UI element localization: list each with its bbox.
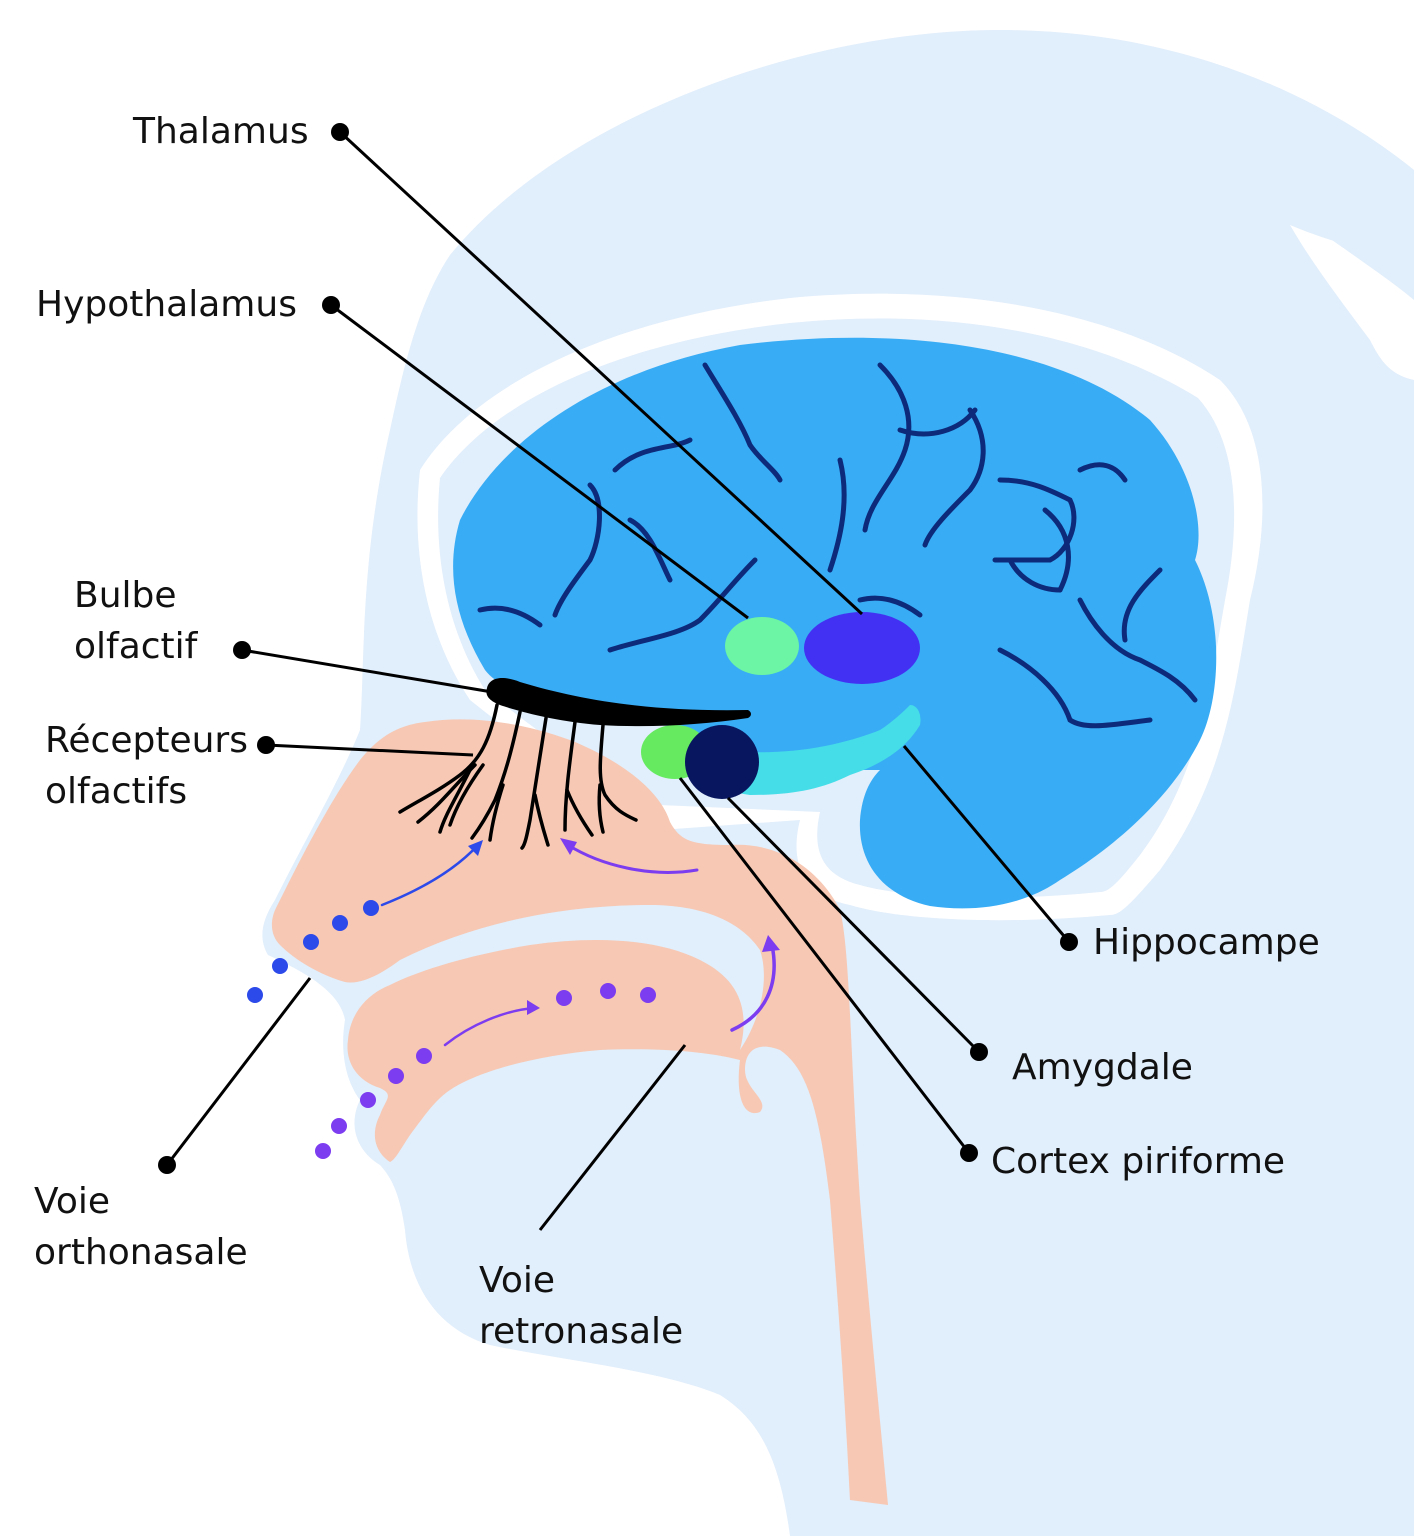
amygdala bbox=[685, 725, 759, 799]
leader-hypothalamus bbox=[330, 303, 749, 620]
label-retronasale-line2: retronasale bbox=[479, 1311, 684, 1352]
arrow-retro-top bbox=[566, 843, 699, 874]
olfactory-receptors bbox=[398, 703, 638, 850]
label-recepteurs-line2: olfactifs bbox=[45, 771, 188, 812]
odor-dots-orthonasal bbox=[247, 900, 379, 1003]
label-bulbe-line2: olfactif bbox=[74, 626, 198, 667]
label-cortex-piriforme: Cortex piriforme bbox=[991, 1141, 1286, 1182]
hypothalamus bbox=[725, 617, 799, 675]
arrow-ortho bbox=[380, 843, 480, 907]
label-hypothalamus: Hypothalamus bbox=[36, 284, 297, 325]
label-bulbe-olfactif: Bulbe olfactif bbox=[74, 570, 197, 672]
label-recepteurs-olfactifs: Récepteurs olfactifs bbox=[45, 715, 248, 817]
leader-orthonasale bbox=[165, 977, 312, 1166]
nasal-passage bbox=[271, 719, 888, 1505]
label-voie-retronasale: Voie retronasale bbox=[479, 1255, 683, 1357]
leader-dots bbox=[158, 123, 1078, 1174]
label-recepteurs-line1: Récepteurs bbox=[45, 720, 248, 761]
arrow-retro-mouth bbox=[443, 1006, 537, 1047]
leader-lines bbox=[165, 130, 1071, 1231]
label-voie-orthonasale: Voie orthonasale bbox=[34, 1176, 248, 1278]
leader-bulbe bbox=[241, 648, 493, 694]
leader-retronasale bbox=[538, 1044, 687, 1231]
thalamus bbox=[804, 612, 920, 684]
leader-hippocampe bbox=[902, 745, 1071, 943]
label-amygdale: Amygdale bbox=[1012, 1047, 1193, 1088]
arrow-retro-throat bbox=[730, 943, 776, 1032]
leader-thalamus bbox=[338, 130, 864, 616]
label-bulbe-line1: Bulbe bbox=[74, 575, 177, 616]
leader-recepteurs bbox=[265, 743, 474, 757]
leader-cortex bbox=[678, 777, 971, 1154]
neck-band-inner bbox=[1325, 235, 1414, 300]
label-retronasale-line1: Voie bbox=[479, 1260, 556, 1301]
label-hippocampe: Hippocampe bbox=[1093, 922, 1320, 963]
leader-amygdale bbox=[726, 796, 981, 1054]
brain-sulci bbox=[477, 362, 1198, 729]
airflow-arrows bbox=[380, 838, 780, 1047]
label-orthonasale-line2: orthonasale bbox=[34, 1232, 248, 1273]
odor-dots-retronasal bbox=[315, 983, 656, 1159]
label-thalamus: Thalamus bbox=[133, 111, 309, 152]
label-orthonasale-line1: Voie bbox=[34, 1181, 111, 1222]
olfactory-bulb bbox=[486, 678, 751, 727]
